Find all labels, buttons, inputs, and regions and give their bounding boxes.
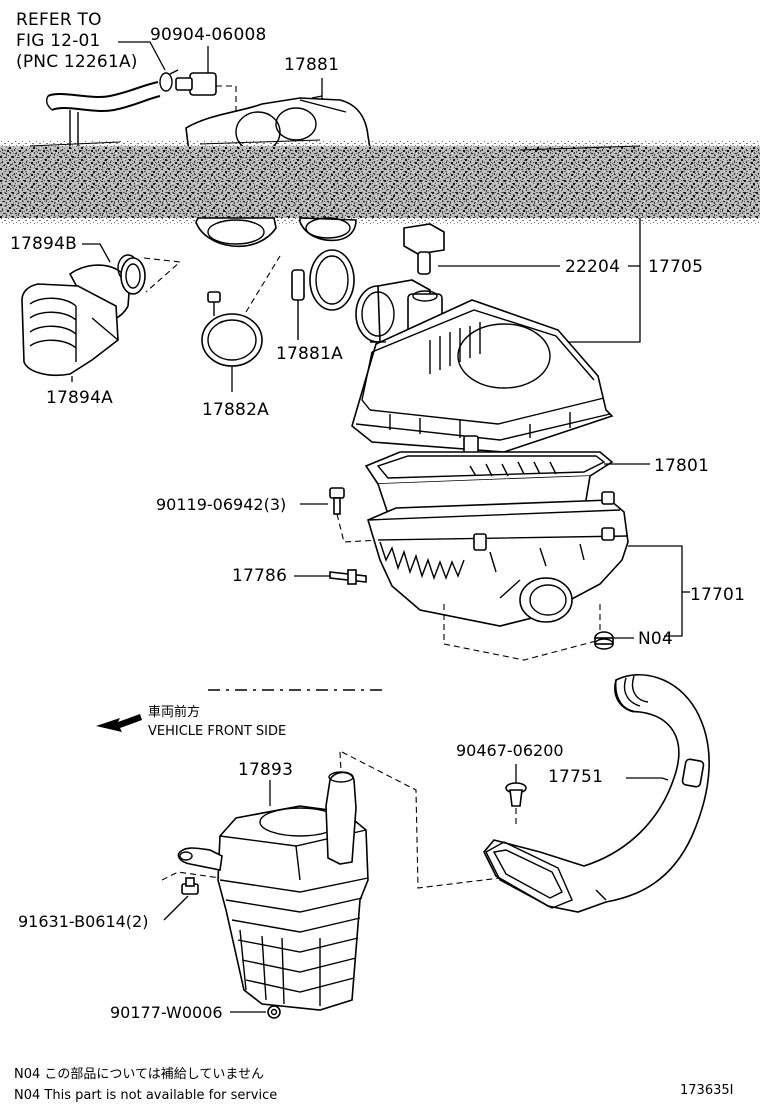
part-label-17705[interactable]: 17705 xyxy=(648,257,703,277)
leader-91631 xyxy=(163,895,189,921)
hose-clamp-17881A xyxy=(291,249,355,340)
hose-upper xyxy=(45,81,161,150)
vehicle-front-arrow-icon xyxy=(96,714,142,732)
part-label-90177-W0006[interactable]: 90177-W0006 xyxy=(110,1003,223,1022)
note-jp: N04 この部品については補給していません xyxy=(14,1067,264,1082)
hose-clamp-17882A xyxy=(201,255,281,367)
part-label-22204[interactable]: 22204 xyxy=(565,257,620,277)
clip-90177 xyxy=(267,1005,281,1019)
air-cleaner-cap-17705 xyxy=(351,299,614,455)
resonator-17894A xyxy=(21,283,119,377)
scan-noise-streaks xyxy=(29,139,641,151)
note-en: N04 This part is not available for servi… xyxy=(14,1088,277,1103)
clip-small xyxy=(159,69,179,92)
resonator-17893 xyxy=(177,771,369,1011)
part-label-17894A[interactable]: 17894A xyxy=(46,388,113,408)
part-label-17894B[interactable]: 17894B xyxy=(10,234,77,254)
scan-noise-overlay xyxy=(0,140,760,224)
leader-17894B xyxy=(82,243,111,263)
part-label-90119-06942[interactable]: 90119-06942(3) xyxy=(156,495,286,514)
refer-line-3: (PNC 12261A) xyxy=(16,52,138,72)
direction-label-en: VEHICLE FRONT SIDE xyxy=(148,724,286,739)
part-label-N04[interactable]: N04 xyxy=(638,629,673,649)
part-label-90467-06200[interactable]: 90467-06200 xyxy=(456,741,564,760)
refer-line-2: FIG 12-01 xyxy=(16,31,101,51)
part-label-17881[interactable]: 17881 xyxy=(284,55,339,75)
connector-90904 xyxy=(175,72,237,120)
part-label-17701[interactable]: 17701 xyxy=(690,585,745,605)
clip-90467 xyxy=(505,782,527,826)
part-label-17751[interactable]: 17751 xyxy=(548,767,603,787)
leader-refer xyxy=(118,41,166,71)
grommet-N04 xyxy=(594,631,614,650)
refer-line-1: REFER TO xyxy=(16,10,102,30)
leader-17701-bracket xyxy=(628,545,683,637)
intake-duct-lower xyxy=(195,217,357,248)
part-label-90904-06008[interactable]: 90904-06008 xyxy=(150,25,267,45)
part-label-17801[interactable]: 17801 xyxy=(654,456,709,476)
refer-note: REFER TO FIG 12-01 (PNC 12261A) xyxy=(16,10,138,72)
air-inlet-duct-17751 xyxy=(483,673,710,913)
dash-17893-to-duct xyxy=(341,751,501,889)
air-flow-meter-22204 xyxy=(403,223,445,275)
bolt-91631 xyxy=(161,871,221,895)
part-label-91631-B0614[interactable]: 91631-B0614(2) xyxy=(18,912,148,931)
pin-17786 xyxy=(329,569,367,585)
part-label-17882A[interactable]: 17882A xyxy=(202,400,269,420)
part-label-17786[interactable]: 17786 xyxy=(232,566,287,586)
air-cleaner-case-17701 xyxy=(367,491,629,661)
direction-label-jp: 車両前方 xyxy=(148,704,200,720)
bolt-90119 xyxy=(329,487,381,543)
leader-17751 xyxy=(626,777,669,781)
figure-id: 173635I xyxy=(680,1083,733,1098)
part-label-17881A[interactable]: 17881A xyxy=(276,344,343,364)
part-label-17893[interactable]: 17893 xyxy=(238,760,293,780)
